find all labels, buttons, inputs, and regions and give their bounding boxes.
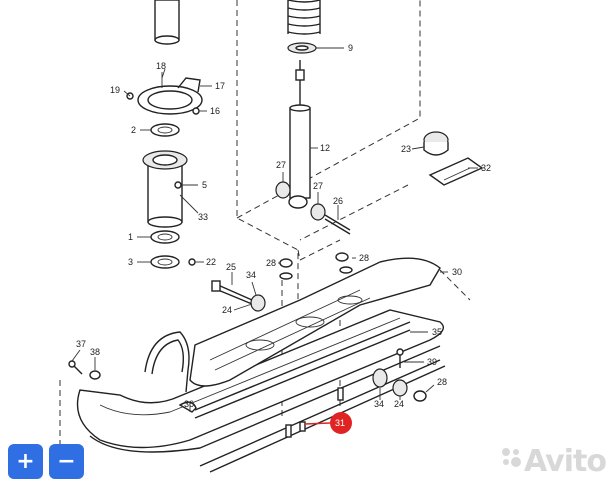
callout-24b: 24 <box>394 399 404 409</box>
callout-31: 31 <box>335 418 345 428</box>
washer-3 <box>150 255 196 269</box>
ski-body <box>76 309 446 473</box>
nut-28c <box>413 390 427 402</box>
cap-23 <box>423 131 449 156</box>
callout-28b: 28 <box>359 253 369 263</box>
callout-28c: 28 <box>437 377 447 387</box>
spring <box>287 0 321 35</box>
callout-34b: 34 <box>374 399 384 409</box>
zoom-out-button[interactable]: − <box>49 444 84 479</box>
callout-36: 36 <box>184 399 194 409</box>
callout-27b: 27 <box>313 181 323 191</box>
callout-35: 35 <box>432 327 442 337</box>
callout-18: 18 <box>156 61 166 71</box>
upper-shaft <box>154 0 180 45</box>
callout-labels: 1 2 3 5 9 12 16 17 18 19 22 23 24 24 25 … <box>76 43 491 428</box>
callout-30: 30 <box>452 267 462 277</box>
callout-2: 2 <box>131 125 136 135</box>
zoom-in-button[interactable]: + <box>8 444 43 479</box>
shock-washer <box>287 42 317 54</box>
callout-9: 9 <box>348 43 353 53</box>
plate-32 <box>428 157 484 186</box>
watermark-text: Avito <box>524 444 607 479</box>
callout-27a: 27 <box>276 160 286 170</box>
bushing-34b <box>372 368 388 388</box>
nut-28a <box>279 258 293 280</box>
washer-1 <box>150 230 180 244</box>
callout-34a: 34 <box>246 270 256 280</box>
washer-2 <box>150 123 180 137</box>
callout-39: 39 <box>427 357 437 367</box>
pin-39 <box>396 348 404 368</box>
shock-absorber <box>288 60 311 209</box>
callout-32: 32 <box>481 163 491 173</box>
leader-lines <box>71 47 478 412</box>
washer-38 <box>89 370 101 380</box>
callout-3: 3 <box>128 257 133 267</box>
highlight-31 <box>304 412 352 434</box>
callout-25: 25 <box>226 262 236 272</box>
ski-handle <box>144 331 190 393</box>
callout-38: 38 <box>90 347 100 357</box>
bolt-25 <box>211 280 253 305</box>
callout-26: 26 <box>333 196 343 206</box>
callout-33: 33 <box>198 212 208 222</box>
callout-28a: 28 <box>266 258 276 268</box>
watermark-logo-icon <box>502 448 521 467</box>
spindle-housing <box>142 150 188 228</box>
callout-23: 23 <box>401 144 411 154</box>
callout-12: 12 <box>320 143 330 153</box>
bracket-ring <box>126 72 203 115</box>
ski-frame <box>189 257 441 387</box>
callout-19: 19 <box>110 85 120 95</box>
bushing-27a <box>275 181 291 199</box>
bolt-37 <box>68 360 83 375</box>
callout-17: 17 <box>215 81 225 91</box>
bushing-27b <box>310 203 326 221</box>
bushing-24a <box>250 294 266 312</box>
carbide-studs <box>285 387 344 438</box>
nut-28b <box>335 252 353 274</box>
callout-5: 5 <box>202 180 207 190</box>
callout-16: 16 <box>210 106 220 116</box>
part-36 <box>178 401 197 413</box>
ski-runner <box>194 321 411 419</box>
callout-1: 1 <box>128 232 133 242</box>
callout-24a: 24 <box>222 305 232 315</box>
callout-22: 22 <box>206 257 216 267</box>
bushing-24b <box>392 379 408 397</box>
callout-37: 37 <box>76 339 86 349</box>
bolt-26 <box>324 214 351 235</box>
